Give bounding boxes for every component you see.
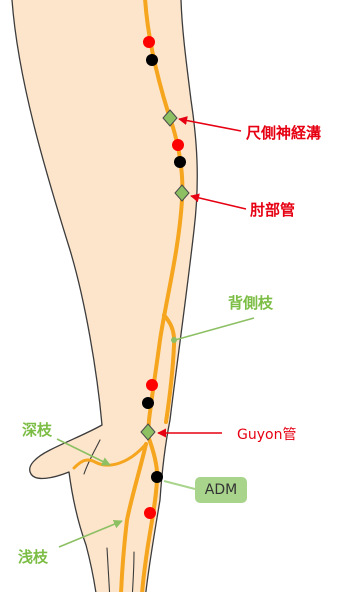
- red-point-3: [146, 379, 158, 391]
- red-point-1: [143, 36, 155, 48]
- pointer-dorsal-branch-end: [171, 337, 177, 343]
- pointer-adm: [164, 481, 195, 489]
- label-cubital-tunnel: 肘部管: [250, 201, 295, 219]
- label-deep-branch: 深枝: [22, 421, 52, 439]
- label-adm-box: ADM: [195, 477, 247, 503]
- black-point-1: [146, 54, 158, 66]
- black-point-4: [151, 471, 163, 483]
- black-point-2: [174, 156, 186, 168]
- label-dorsal-branch: 背側枝: [228, 294, 273, 312]
- label-superficial-branch: 浅枝: [18, 548, 48, 566]
- pointer-cubital-tunnel: [191, 196, 246, 209]
- label-guyon-canal: Guyon管: [237, 426, 296, 444]
- red-point-4: [144, 507, 156, 519]
- label-ulnar-groove: 尺側神経溝: [246, 124, 321, 142]
- pointer-dorsal-branch: [175, 318, 254, 340]
- black-point-3: [142, 397, 154, 409]
- red-point-2: [172, 139, 184, 151]
